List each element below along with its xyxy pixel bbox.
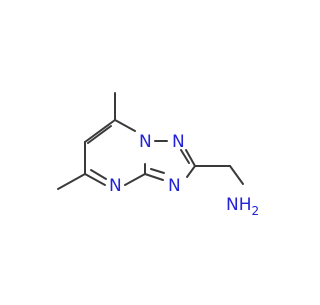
atom-n-lower-left: N <box>109 176 122 196</box>
bond-n4-c3a <box>124 173 146 186</box>
bond-c3a-n3-double <box>150 168 165 174</box>
bond-c3a-n3 <box>144 173 164 181</box>
atom-labels: N N N N NH2 <box>109 132 259 218</box>
bond-n3-c2 <box>186 165 196 178</box>
bond-set <box>57 92 244 190</box>
bond-c7-bridge <box>114 119 136 132</box>
bond-ch2-nh2 <box>229 165 244 185</box>
molecule-structure: N N N N NH2 <box>57 92 259 218</box>
bond-c5-n4-double <box>90 169 107 180</box>
bond-c2-n1-double <box>180 149 190 164</box>
bond-c7-c6 <box>84 119 116 143</box>
atom-n-upper: N <box>172 132 185 152</box>
structure-canvas: N N N N NH2 <box>57 92 259 218</box>
bond-c7-c6-double <box>87 125 112 144</box>
bond-c2-n1 <box>185 149 196 167</box>
methyl-bond-left <box>57 173 86 190</box>
bond-c5-n4 <box>84 173 106 186</box>
atom-amine: NH2 <box>226 195 259 218</box>
atom-n-bridge: N <box>139 132 152 152</box>
atom-n-lower-right: N <box>168 176 181 196</box>
